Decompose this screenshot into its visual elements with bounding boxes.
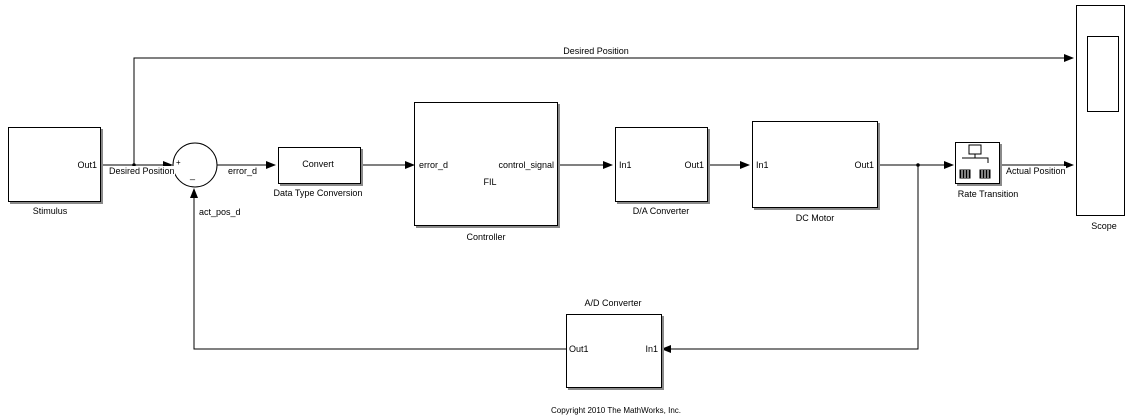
motor-in-port-label: In1 (756, 160, 769, 170)
line-desired-position-to-scope[interactable] (133, 54, 1074, 165)
rate-transition-icon (959, 144, 991, 179)
ad-converter-name: A/D Converter (584, 298, 642, 308)
convert-block-content: Convert (302, 159, 334, 169)
controller-out-port-label: control_signal (498, 160, 554, 170)
branch-point-actual (916, 163, 920, 167)
ad-out-port-label: Out1 (569, 344, 589, 354)
ad-converter-block[interactable] (566, 314, 662, 388)
line-motor-to-ad[interactable] (661, 165, 919, 353)
dc-motor-name: DC Motor (795, 213, 835, 223)
dc-motor-block[interactable] (752, 121, 878, 208)
controller-in-port-label: error_d (419, 160, 449, 170)
scope-name: Scope (1091, 221, 1117, 231)
stimulus-out-port-label: Out1 (77, 160, 97, 170)
sum-block[interactable] (172, 142, 218, 188)
motor-out-port-label: Out1 (854, 160, 874, 170)
da-in-port-label: In1 (619, 160, 632, 170)
signal-desired-position-top: Desired Position (563, 46, 629, 56)
controller-name: Controller (466, 232, 506, 242)
stimulus-name: Stimulus (32, 206, 68, 216)
signal-error-d: error_d (228, 166, 258, 176)
da-converter-block[interactable] (615, 127, 708, 202)
data-type-conversion-block[interactable] (278, 147, 361, 184)
rate-transition-block[interactable] (955, 142, 1000, 184)
da-converter-name: D/A Converter (632, 206, 690, 216)
signal-desired-position-sum: Desired Position (109, 166, 175, 177)
signal-actual-position: Actual Position (1006, 166, 1066, 177)
sum-minus-sign: _ (190, 170, 196, 180)
sum-plus-sign: + (176, 158, 181, 167)
ad-in-port-label: In1 (645, 344, 658, 354)
signal-act-pos-d: act_pos_d (199, 207, 241, 217)
copyright-text: Copyright 2010 The MathWorks, Inc. (551, 406, 681, 415)
line-act-pos-d-feedback[interactable] (190, 188, 566, 350)
stimulus-block[interactable] (8, 127, 101, 202)
branch-point-desired (132, 163, 136, 167)
scope-screen (1087, 36, 1119, 112)
da-out-port-label: Out1 (684, 160, 704, 170)
fil-label: FIL (483, 177, 497, 187)
controller-block[interactable] (414, 102, 558, 226)
rate-transition-name: Rate Transition (957, 189, 1019, 199)
data-type-conversion-name: Data Type Conversion (273, 188, 363, 198)
